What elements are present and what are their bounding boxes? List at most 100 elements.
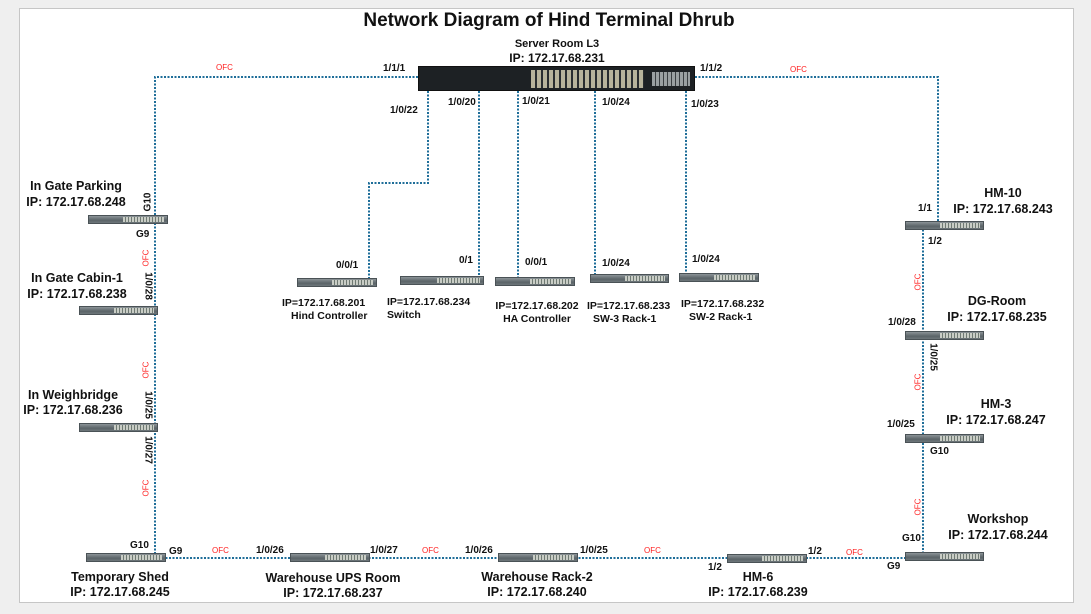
switch-name: Switch <box>387 309 421 321</box>
switch-dg-room[interactable] <box>905 331 984 340</box>
ofc-label: OFC <box>141 479 151 497</box>
ofc-label: OFC <box>212 546 229 555</box>
page-title: Network Diagram of Hind Terminal Dhrub <box>363 10 735 31</box>
node-name: Temporary Shed <box>71 570 169 584</box>
switch-ip: IP=172.17.68.201 <box>282 297 366 309</box>
port-label: G9 <box>887 561 901 572</box>
switch-name: SW-2 Rack-1 <box>689 311 753 323</box>
switch-ip: IP=172.17.68.233 <box>587 300 671 312</box>
port-label: G10 <box>142 192 154 212</box>
node-name: Warehouse UPS Room <box>265 571 401 585</box>
port-label: 1/2 <box>808 546 822 557</box>
core-switch[interactable] <box>418 66 695 91</box>
switch-warehouse-rack-2[interactable] <box>498 553 578 562</box>
switch-ip: IP=172.17.68.202 <box>495 300 579 312</box>
node-name: HM-10 <box>984 186 1022 200</box>
ofc-label: OFC <box>141 249 151 267</box>
port-label: 1/1 <box>918 203 932 214</box>
switch-in-gate-cabin-1[interactable] <box>79 306 158 315</box>
switch-workshop[interactable] <box>905 552 984 561</box>
switch-hm-3[interactable] <box>905 434 984 443</box>
port-label: 1/1/2 <box>700 63 723 74</box>
port-label: 0/0/1 <box>525 257 548 268</box>
port-label: 1/0/20 <box>448 97 476 108</box>
node-ip: IP: 172.17.68.244 <box>948 528 1048 542</box>
ofc-label: OFC <box>790 65 807 74</box>
port-label: G10 <box>930 446 949 457</box>
switch-sw3-rack1[interactable] <box>590 274 669 283</box>
node-name: HM-6 <box>742 570 774 584</box>
ofc-label: OFC <box>846 548 863 557</box>
node-ip: IP: 172.17.68.235 <box>947 310 1047 324</box>
port-label: G10 <box>130 540 149 551</box>
node-name: Warehouse Rack-2 <box>481 570 593 584</box>
node-name: Workshop <box>967 512 1029 526</box>
core-switch-name: Server Room L3 <box>514 38 600 50</box>
node-ip: IP: 172.17.68.248 <box>26 195 126 209</box>
ofc-label: OFC <box>913 273 923 291</box>
port-label: 1/0/24 <box>602 258 630 269</box>
switch-ha-controller[interactable] <box>495 277 575 286</box>
port-label: 1/2 <box>708 562 722 573</box>
node-ip: IP: 172.17.68.247 <box>946 413 1046 427</box>
ofc-label: OFC <box>913 373 923 391</box>
port-label: 1/0/22 <box>390 105 418 116</box>
port-label: G9 <box>169 546 183 557</box>
switch-sw2-rack1[interactable] <box>679 273 759 282</box>
port-label: 0/0/1 <box>336 260 359 271</box>
node-name: DG-Room <box>967 294 1027 308</box>
port-label: 1/0/24 <box>692 254 720 265</box>
port-label: 0/1 <box>459 255 473 266</box>
switch-ip: IP=172.17.68.234 <box>387 296 471 308</box>
node-ip: IP: 172.17.68.243 <box>953 202 1053 216</box>
port-label: 1/1/1 <box>383 63 406 74</box>
port-label: 1/0/27 <box>142 436 154 464</box>
switch-temporary-shed[interactable] <box>86 553 166 562</box>
port-label: G9 <box>136 229 150 240</box>
node-ip: IP: 172.17.68.236 <box>23 403 123 417</box>
port-label: 1/0/26 <box>465 545 493 556</box>
node-ip: IP: 172.17.68.237 <box>283 586 383 600</box>
port-label: G10 <box>902 533 921 544</box>
switch-hm-6[interactable] <box>727 554 807 563</box>
port-label: 1/2 <box>928 236 942 247</box>
switch-ip: IP=172.17.68.232 <box>681 298 765 310</box>
core-switch-ip: IP: 172.17.68.231 <box>509 51 605 65</box>
switch-in-gate-parking[interactable] <box>88 215 168 224</box>
node-name: HM-3 <box>980 397 1012 411</box>
port-label: 1/0/25 <box>142 391 154 419</box>
ofc-label: OFC <box>913 498 923 516</box>
port-label: 1/0/27 <box>370 545 398 556</box>
switch-warehouse-ups-room[interactable] <box>290 553 370 562</box>
port-label: 1/0/24 <box>602 97 630 108</box>
port-label: 1/0/25 <box>580 545 608 556</box>
ofc-label: OFC <box>422 546 439 555</box>
node-ip: IP: 172.17.68.238 <box>27 287 127 301</box>
node-ip: IP: 172.17.68.239 <box>708 585 808 599</box>
port-label: 1/0/28 <box>888 317 916 328</box>
link-core-to-hind-controller <box>368 91 429 278</box>
ofc-label: OFC <box>141 361 151 379</box>
switch-name: SW-3 Rack-1 <box>593 313 657 325</box>
port-label: 1/0/25 <box>887 419 915 430</box>
ofc-label: OFC <box>644 546 661 555</box>
link-core-to-in-gate-parking <box>154 76 418 216</box>
switch-name: Hind Controller <box>291 310 368 322</box>
port-label: 1/0/23 <box>691 99 719 110</box>
switch-name: HA Controller <box>503 313 571 325</box>
diagram-canvas <box>19 8 1074 603</box>
node-name: In Weighbridge <box>27 388 119 402</box>
switch-hind-controller[interactable] <box>297 278 377 287</box>
port-label: 1/0/21 <box>522 96 550 107</box>
node-ip: IP: 172.17.68.245 <box>70 585 170 599</box>
ofc-label: OFC <box>216 63 233 72</box>
node-ip: IP: 172.17.68.240 <box>487 585 587 599</box>
port-label: 1/0/26 <box>256 545 284 556</box>
switch-hm-10[interactable] <box>905 221 984 230</box>
link-core-to-hm10 <box>695 76 939 222</box>
node-name: In Gate Parking <box>30 179 122 193</box>
port-label: 1/0/25 <box>927 343 939 371</box>
switch-in-weighbridge[interactable] <box>79 423 158 432</box>
switch-switch[interactable] <box>400 276 484 285</box>
